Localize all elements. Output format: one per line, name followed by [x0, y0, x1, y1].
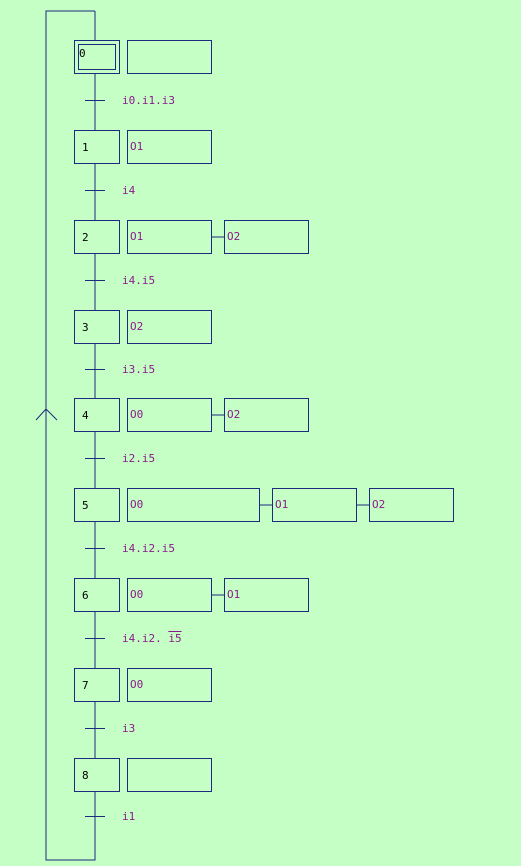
transition-condition: i1: [122, 810, 135, 823]
action-label: O2: [130, 320, 144, 333]
transition-bar[interactable]: [85, 728, 105, 729]
transition-bar[interactable]: [85, 100, 105, 101]
action-box[interactable]: O0: [127, 578, 212, 612]
condition-term: i4.i2.i5: [122, 542, 175, 555]
action-label: O2: [227, 230, 241, 243]
action-label: O0: [130, 498, 144, 511]
transition-bar[interactable]: [85, 548, 105, 549]
action-label: O0: [130, 678, 144, 691]
action-label: O1: [130, 140, 144, 153]
step-6[interactable]: 6: [74, 578, 120, 612]
transition-condition: i2.i5: [122, 452, 155, 465]
transition-condition: i3.i5: [122, 363, 155, 376]
step-5[interactable]: 5: [74, 488, 120, 522]
action-box[interactable]: O0: [127, 668, 212, 702]
step-3[interactable]: 3: [74, 310, 120, 344]
transition-condition: i3: [122, 722, 135, 735]
action-box[interactable]: O1: [272, 488, 357, 522]
condition-term: i1: [122, 810, 136, 823]
action-box[interactable]: [127, 40, 212, 74]
step-8[interactable]: 8: [74, 758, 120, 792]
action-box[interactable]: O2: [224, 398, 309, 432]
transition-condition: i4.i5: [122, 274, 155, 287]
step-2[interactable]: 2: [74, 220, 120, 254]
action-box[interactable]: O2: [224, 220, 309, 254]
step-1[interactable]: 1: [74, 130, 120, 164]
condition-term: i2.i5: [122, 452, 156, 465]
transition-bar[interactable]: [85, 280, 105, 281]
action-label: O2: [227, 408, 241, 421]
step-number: 6: [82, 589, 89, 602]
transition-condition: i0.i1.i3: [122, 94, 175, 107]
action-label: O1: [275, 498, 289, 511]
condition-term: i0.i1.i3: [122, 94, 175, 107]
condition-term: i4: [122, 184, 136, 197]
step-4[interactable]: 4: [74, 398, 120, 432]
step-number: 0: [79, 47, 86, 60]
transition-condition: i4.i2.i5: [122, 542, 175, 555]
action-label: O1: [130, 230, 144, 243]
action-label: O1: [227, 588, 241, 601]
initial-step-marker: [78, 44, 116, 70]
action-box[interactable]: O0: [127, 488, 260, 522]
transition-bar[interactable]: [85, 638, 105, 639]
step-number: 3: [82, 321, 89, 334]
transition-bar[interactable]: [85, 458, 105, 459]
transition-condition: i4: [122, 184, 135, 197]
action-box[interactable]: O2: [127, 310, 212, 344]
action-box[interactable]: [127, 758, 212, 792]
action-box[interactable]: O1: [127, 220, 212, 254]
transition-bar[interactable]: [85, 816, 105, 817]
action-box[interactable]: O0: [127, 398, 212, 432]
step-number: 4: [82, 409, 89, 422]
step-number: 2: [82, 231, 89, 244]
condition-term: i4.i5: [122, 274, 156, 287]
return-arrow-icon: [35, 408, 58, 421]
condition-term: i3.i5: [122, 363, 156, 376]
condition-term: i4.i2.: [122, 632, 169, 645]
action-box[interactable]: O1: [224, 578, 309, 612]
step-number: 5: [82, 499, 89, 512]
action-box[interactable]: O1: [127, 130, 212, 164]
action-label: O0: [130, 408, 144, 421]
step-7[interactable]: 7: [74, 668, 120, 702]
negated-condition-term: i5: [168, 632, 182, 645]
step-0[interactable]: 0: [74, 40, 120, 74]
return-loop-line: [45, 10, 96, 861]
transition-bar[interactable]: [85, 369, 105, 370]
action-label: O2: [372, 498, 386, 511]
condition-term: i3: [122, 722, 136, 735]
transition-condition: i4.i2. i5: [122, 632, 182, 645]
transition-bar[interactable]: [85, 190, 105, 191]
action-box[interactable]: O2: [369, 488, 454, 522]
step-number: 7: [82, 679, 89, 692]
action-label: O0: [130, 588, 144, 601]
step-number: 1: [82, 141, 89, 154]
step-number: 8: [82, 769, 89, 782]
